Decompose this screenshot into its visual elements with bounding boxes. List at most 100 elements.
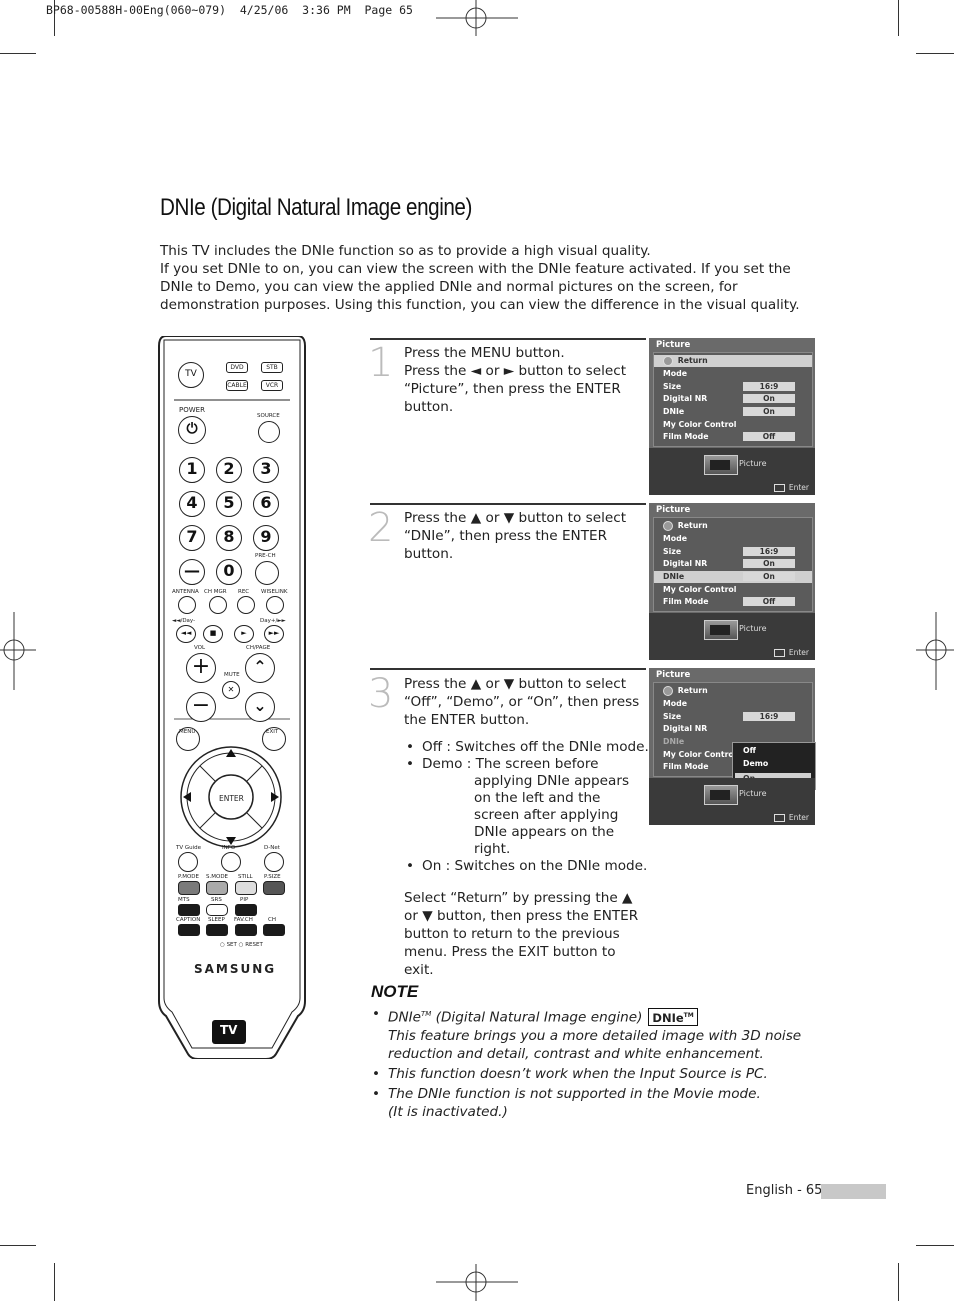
osd-enter-hint: Enter [773,813,809,822]
remote-control: TV DVD STB CABLE VCR POWER ⏻ SOURCE 1 2 … [158,336,306,1059]
popup-demo[interactable]: Demo [743,759,769,768]
enter-key-icon [773,649,785,657]
vcr-mode-button[interactable]: VCR [261,380,283,391]
fast-forward-button[interactable]: ►► [264,625,284,643]
digit-2-button[interactable]: 2 [216,457,242,483]
osd-row-return: Return [654,520,812,532]
digit-6-button[interactable]: 6 [253,491,279,517]
digit-7-button[interactable]: 7 [179,525,205,551]
tvguide-button[interactable] [178,852,198,872]
return-icon [663,686,673,696]
osd-row-dnie: DNIe [663,737,685,746]
digit-3-button[interactable]: 3 [253,457,279,483]
osd-row-return: Return [654,685,812,697]
menu-label: MENU [179,729,196,735]
tv-mode-button[interactable]: TV [178,362,204,388]
osd-footer: Picture Enter [649,613,815,660]
mute-button[interactable]: ✕ [222,681,240,699]
cable-mode-button[interactable]: CABLE [226,380,248,391]
dnet-button[interactable] [264,852,284,872]
option-on: On : Switches on the DNIe mode. [404,858,649,875]
step-3-text: Press the ▲ or ▼ button to select “Off”,… [404,675,649,979]
info-button[interactable] [221,852,241,872]
dash-button[interactable]: — [179,559,205,585]
wiselink-button[interactable] [266,596,284,614]
digit-9-button[interactable]: 9 [253,525,279,551]
still-button[interactable] [235,881,257,895]
set-reset: ○ SET ○ RESET [220,942,263,948]
registration-mark-top [436,0,518,36]
caption-button[interactable] [178,924,200,936]
stop-button[interactable]: ■ [203,625,223,643]
page-title: DNIe (Digital Natural Image engine) [160,194,472,221]
popup-off[interactable]: Off [743,746,756,755]
antenna-label: ANTENNA [172,589,199,595]
srs-button[interactable] [206,904,228,916]
digit-5-button[interactable]: 5 [216,491,242,517]
mute-label: MUTE [224,672,240,678]
ch-button[interactable] [263,924,285,936]
enter-key-icon [773,484,785,492]
channel-up-button[interactable]: ⌃ [245,653,275,683]
chmgr-button[interactable] [209,596,227,614]
source-button[interactable] [258,421,280,443]
psize-button[interactable] [263,881,285,895]
vol-label: VOL [194,645,206,651]
volume-down-button[interactable]: − [186,692,216,722]
power-icon: ⏻ [186,421,198,437]
intro-line-2: If you set DNIe to on, you can view the … [160,261,800,313]
registration-mark-bottom [436,1264,518,1301]
stb-mode-button[interactable]: STB [261,362,283,373]
rewind-button[interactable]: ◄◄ [176,625,196,643]
day-minus-label: ◄◄/Day- [172,618,196,624]
volume-up-button[interactable]: + [186,653,216,683]
registration-mark-right [916,612,954,690]
pip-label: PIP [240,897,249,903]
osd-row-mode: Mode [663,699,687,708]
exit-button[interactable] [262,727,286,751]
page-footer: English - 65 [746,1183,823,1198]
exit-label: EXIT [266,729,279,735]
note-body: DNIeTM (Digital Natural Image engine)DNI… [371,1005,811,1123]
digit-8-button[interactable]: 8 [216,525,242,551]
mts-button[interactable] [178,904,200,916]
pmode-button[interactable] [178,881,200,895]
tvguide-label: TV Guide [176,845,202,851]
smode-button[interactable] [206,881,228,895]
step-1-line-1: Press the MENU button. [404,345,565,361]
digit-0-button[interactable]: 0 [216,559,242,585]
sleep-button[interactable] [206,924,228,936]
play-pause-button[interactable]: ► [234,625,254,643]
return-icon [663,356,673,366]
enter-button[interactable]: ENTER [219,794,244,803]
digit-4-button[interactable]: 4 [179,491,205,517]
crop-mark [916,1245,954,1246]
favch-button[interactable] [235,924,257,936]
prech-button[interactable] [255,561,279,585]
step-1-line-2: Press the ◄ or ► button to select “Pictu… [404,363,627,415]
wiselink-label: WISELINK [261,589,288,595]
osd-row-my-color: My Color Control [663,585,737,594]
menu-button[interactable] [176,727,200,751]
speaker-mute-icon: ✕ [227,685,235,694]
enter-key-icon [773,814,785,822]
sleep-label: SLEEP [208,917,225,923]
power-button[interactable]: ⏻ [178,416,206,444]
channel-down-button[interactable]: ⌄ [245,692,275,722]
rec-button[interactable] [237,596,255,614]
srs-label: SRS [211,897,222,903]
return-icon [663,521,673,531]
antenna-button[interactable] [178,596,196,614]
pip-button[interactable] [235,904,257,916]
dvd-mode-button[interactable]: DVD [226,362,248,373]
digit-1-button[interactable]: 1 [179,457,205,483]
osd-enter-hint: Enter [773,648,809,657]
osd-sub-label: Picture [739,624,767,633]
